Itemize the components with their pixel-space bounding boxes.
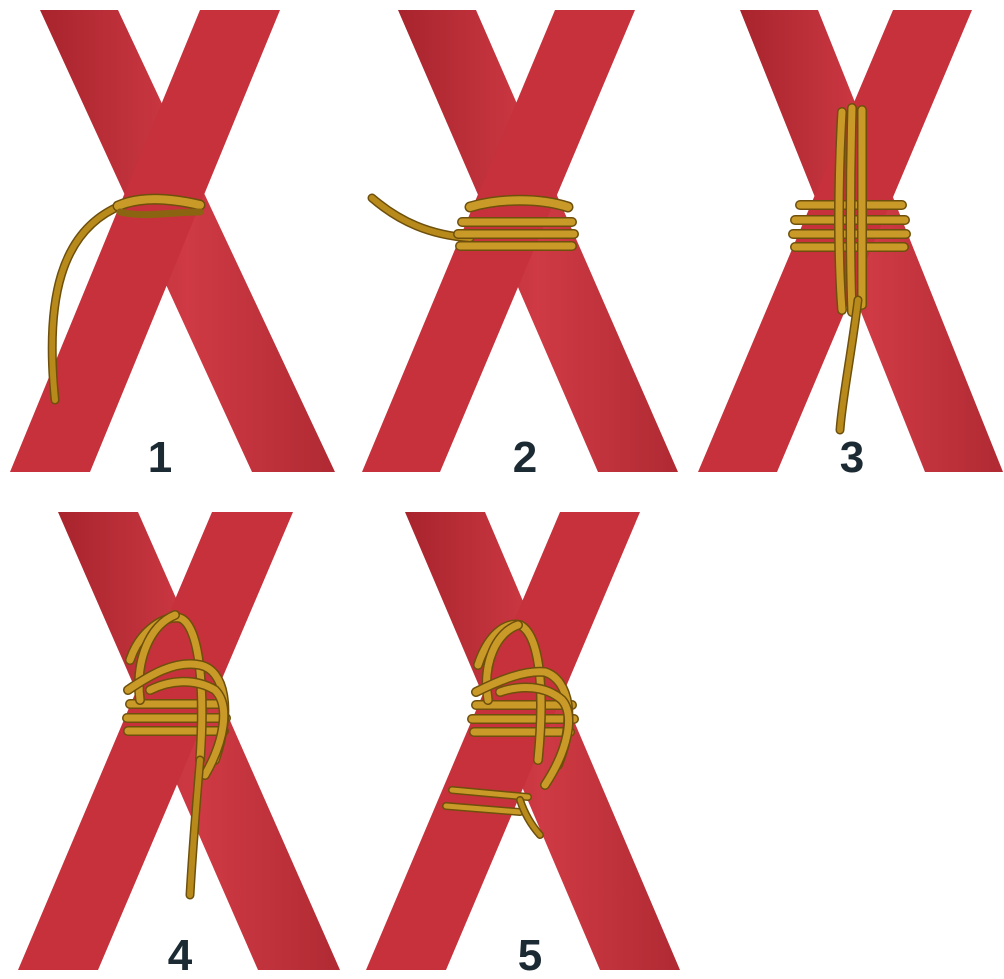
step-3-panel: 3 (698, 10, 1003, 482)
step-2-panel: 2 (362, 10, 678, 482)
step-5-panel: 5 (366, 512, 680, 979)
step-1-poles (10, 10, 335, 472)
step-4-poles (18, 512, 340, 970)
step-3-label: 3 (840, 433, 864, 482)
step-2-label: 2 (513, 433, 537, 482)
step-2-rope (372, 198, 574, 246)
step-4-panel: 4 (18, 512, 340, 979)
step-4-label: 4 (168, 931, 193, 979)
step-5-poles (366, 512, 680, 970)
step-1-label: 1 (148, 433, 172, 482)
step-5-label: 5 (518, 931, 542, 979)
step-1-panel: 1 (10, 10, 335, 482)
